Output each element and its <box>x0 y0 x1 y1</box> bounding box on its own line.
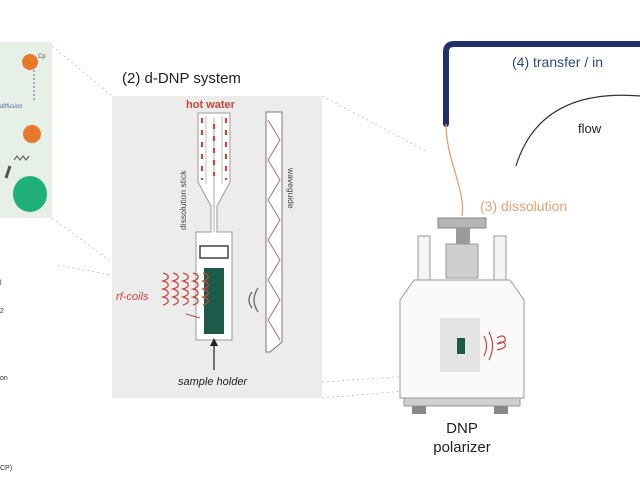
sample-holder-cap <box>199 245 229 259</box>
hot-water-label: hot water <box>186 99 236 111</box>
spring-icon <box>13 155 30 161</box>
polarizer-top-cap <box>437 217 487 229</box>
polarizer-post-left <box>417 235 431 281</box>
flow-arc <box>515 94 640 167</box>
microwave-icon <box>248 287 259 313</box>
sample-holder-label: sample holder <box>178 376 248 388</box>
polarizer-coil-icon <box>496 335 506 351</box>
polarizer-stem <box>445 243 479 279</box>
side-fragment-1: l <box>0 280 2 287</box>
polarizer-microwave-icon <box>483 331 494 361</box>
rf-coil-icon <box>160 272 209 306</box>
polarizer-label-line1: DNP <box>446 420 478 437</box>
left-panel: Cp diffusion l 2 on CP) <box>0 42 52 472</box>
waveguide-label: waveguide <box>286 167 296 209</box>
cp-label: Cp <box>38 54 46 60</box>
process-area: (4) transfer / in flow (3) dissolution D… <box>399 41 640 456</box>
polarizer-foot-right <box>494 406 508 414</box>
pointer-arrowhead <box>210 338 218 346</box>
flow-label: flow <box>578 121 602 136</box>
electron-circle-top <box>22 54 38 70</box>
polarizer-neck <box>456 228 470 244</box>
rf-coils-label: rf-coils <box>116 291 149 303</box>
polarizer-label-line2: polarizer <box>433 439 491 456</box>
side-fragment-3: on <box>0 375 8 382</box>
diffusion-label: diffusion <box>0 104 23 110</box>
waveguide-wave-icon <box>267 119 281 341</box>
bond-mark <box>4 165 12 179</box>
dissolution-label: (3) dissolution <box>480 198 567 214</box>
side-fragment-4: CP) <box>0 465 12 472</box>
dissolution-stick-label: dissolution stick <box>178 170 188 230</box>
side-fragment-2: 2 <box>0 308 4 315</box>
polarizer-base <box>403 397 521 407</box>
waveguide-body <box>265 111 283 353</box>
nucleus-ellipse <box>13 176 47 212</box>
dissolution-line <box>445 123 464 217</box>
rf-coil-lead <box>185 313 201 319</box>
ddnp-system-title: (2) d-DNP system <box>122 70 241 87</box>
electron-circle-middle <box>23 125 41 143</box>
hot-water-flow <box>200 118 228 180</box>
transfer-tube <box>443 41 640 127</box>
polarizer-foot-left <box>412 406 426 414</box>
dnp-polarizer <box>399 217 525 414</box>
transfer-label: (4) transfer / in <box>512 54 603 70</box>
polarizer-post-right <box>493 235 507 281</box>
polarizer-sample <box>457 338 465 354</box>
ddnp-system-panel: (2) d-DNP system hot water dissolution s… <box>112 70 322 398</box>
sample-volume <box>204 268 224 334</box>
